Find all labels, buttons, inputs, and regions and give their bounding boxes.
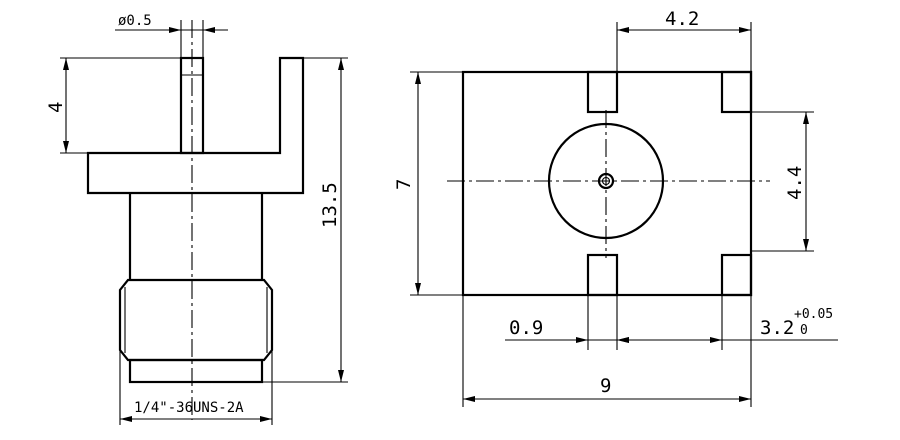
thread-arrow-left xyxy=(120,416,132,422)
top-outline xyxy=(461,70,753,297)
pin-height-arrow-top xyxy=(63,58,69,70)
top-view xyxy=(447,70,770,297)
top-view-dimensions: 4.2 7 4.4 0.9 3.2 +0.05 0 9 xyxy=(393,8,838,407)
pin-dia-arrow-right xyxy=(203,27,215,33)
slot-bottom-right xyxy=(720,253,753,297)
slot-spacing-arrow-bottom xyxy=(803,239,809,251)
slot-top-right xyxy=(720,70,753,114)
total-height-arrow-bottom xyxy=(338,370,344,382)
thread-arrow-right xyxy=(260,416,272,422)
pin-diameter-label: ø0.5 xyxy=(118,13,152,29)
slot-pos-arrow-right xyxy=(710,337,722,343)
height-label: 7 xyxy=(393,179,415,190)
pin-dia-arrow-left xyxy=(169,27,181,33)
width-arrow-right xyxy=(739,396,751,402)
tolerance-lower-label: 0 xyxy=(800,323,808,338)
width-label: 9 xyxy=(600,375,611,397)
thread-spec-label: 1/4"-36UNS-2A xyxy=(134,400,244,416)
side-view-dimensions: ø0.5 4 13.5 1/4"-36UNS-2A xyxy=(45,13,348,425)
slot-offset-label: 4.2 xyxy=(665,8,699,30)
slot-spacing-label: 4.4 xyxy=(784,166,806,200)
slot-offset-arrow-right xyxy=(739,27,751,33)
slot-width-label: 0.9 xyxy=(509,317,543,339)
bottom-ring xyxy=(128,358,264,384)
height-arrow-bottom xyxy=(415,283,421,295)
slot-offset-arrow-left xyxy=(617,27,629,33)
tolerance-upper-label: +0.05 xyxy=(794,307,833,322)
width-arrow-left xyxy=(463,396,475,402)
slot-pos-arrow-left xyxy=(617,337,629,343)
slot-width-arrow-left xyxy=(576,337,588,343)
pin-height-arrow-bottom xyxy=(63,141,69,153)
total-height-label: 13.5 xyxy=(319,182,341,228)
slot-top-center xyxy=(586,70,619,114)
slot-position-label: 3.2 xyxy=(760,317,794,339)
pin-height-label: 4 xyxy=(45,102,67,113)
side-flange-outline xyxy=(86,56,305,195)
height-arrow-top xyxy=(415,72,421,84)
slot-spacing-arrow-top xyxy=(803,112,809,124)
total-height-arrow-top xyxy=(338,58,344,70)
thread-outline xyxy=(118,278,274,362)
slot-bottom-center xyxy=(586,253,619,297)
